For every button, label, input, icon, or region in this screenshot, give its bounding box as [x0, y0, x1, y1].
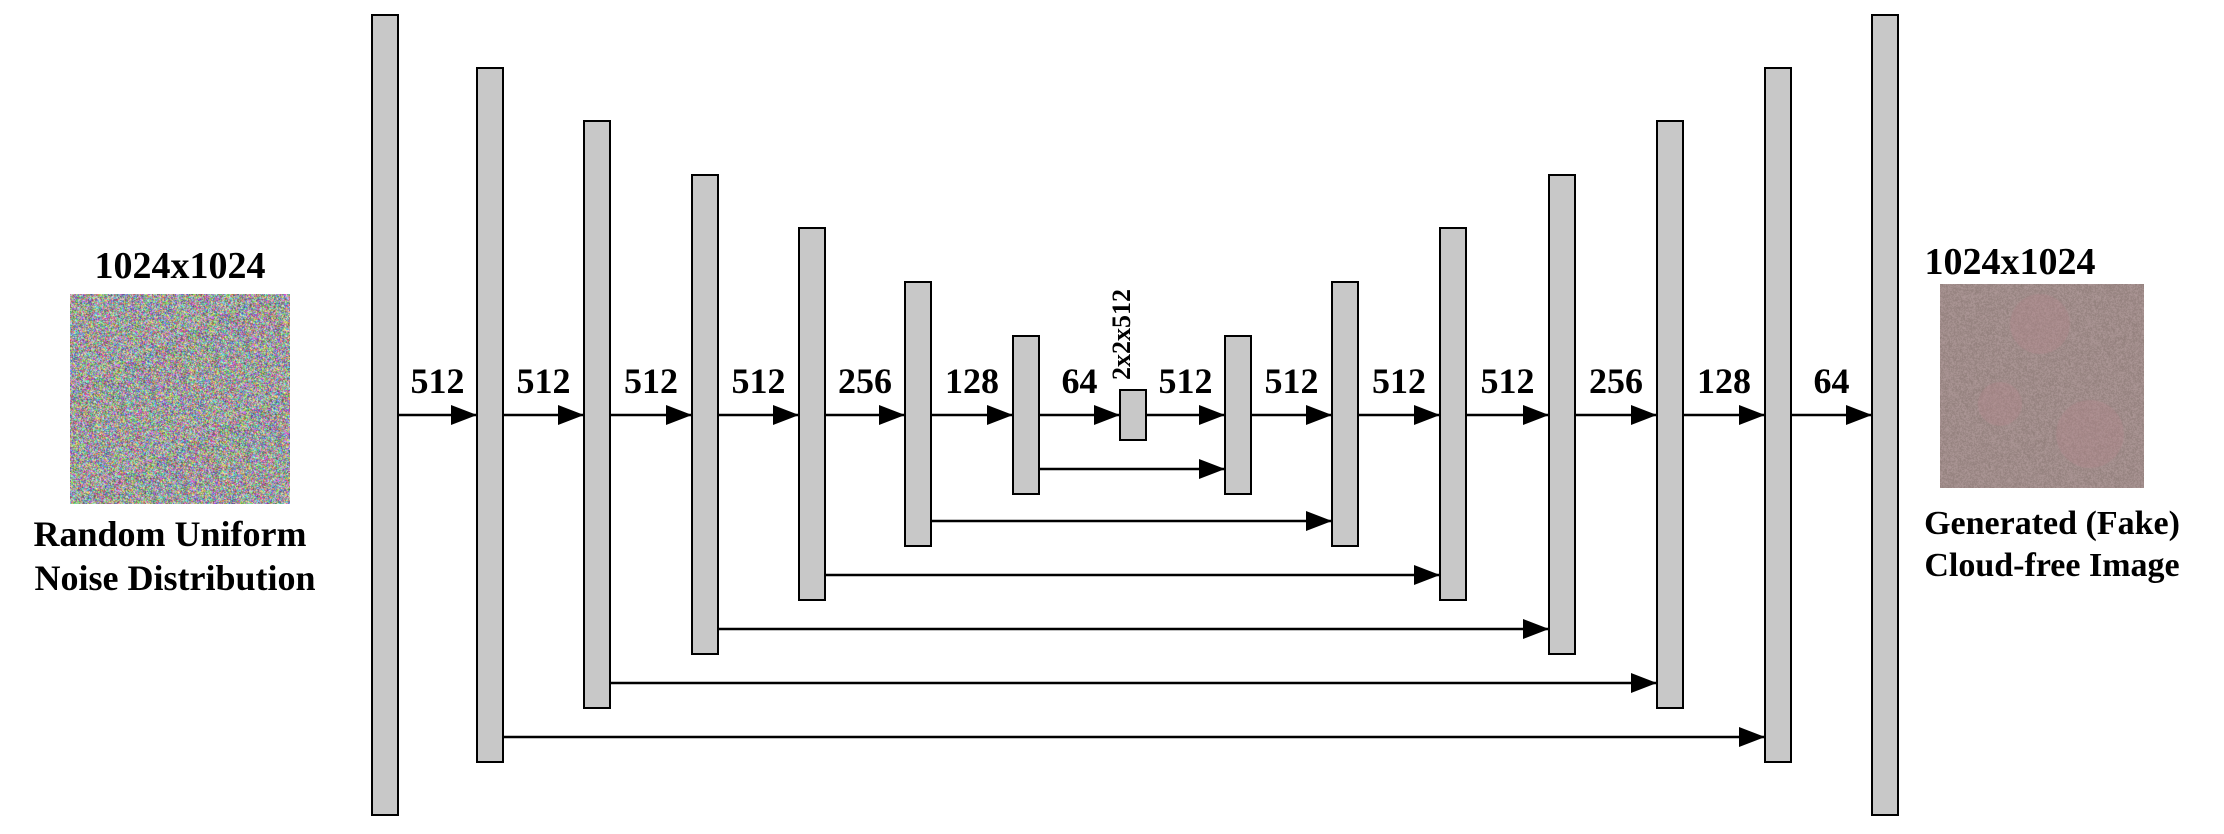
- channel-label: 256: [838, 361, 892, 401]
- channel-label: 512: [1481, 361, 1535, 401]
- channel-label: 512: [517, 361, 571, 401]
- channel-label: 128: [1697, 361, 1751, 401]
- channel-label: 512: [411, 361, 465, 401]
- layer-block-dec4: [1548, 174, 1576, 655]
- output-size-label: 1024x1024: [1924, 241, 2096, 283]
- layer-block-enc2: [476, 67, 504, 763]
- output-caption-line1: Generated (Fake): [1924, 505, 2180, 542]
- channel-label: 512: [624, 361, 678, 401]
- output-caption-line2: Cloud-free Image: [1924, 547, 2180, 584]
- channel-labels: 512 512 512 512 256 128 64 512 512 512 512 256 128 64: [411, 361, 1850, 401]
- layer-block-enc7: [1012, 335, 1040, 495]
- layer-block-enc6: [904, 281, 932, 547]
- layer-block-dec1: [1871, 14, 1899, 816]
- layer-block-enc1: [371, 14, 399, 816]
- layer-block-dec6: [1331, 281, 1359, 547]
- channel-label: 256: [1589, 361, 1643, 401]
- channel-label: 128: [945, 361, 999, 401]
- channel-label: 512: [732, 361, 786, 401]
- layer-block-enc3: [583, 120, 611, 709]
- input-caption-line2: Noise Distribution: [34, 558, 316, 598]
- output-generated-image: [1940, 284, 2144, 488]
- channel-label: 512: [1372, 361, 1426, 401]
- layer-block-enc4: [691, 174, 719, 655]
- layer-block-enc5: [798, 227, 826, 601]
- layer-block-dec3: [1656, 120, 1684, 709]
- input-caption-line1: Random Uniform: [33, 514, 307, 554]
- skip-connections: [503, 459, 1765, 747]
- layer-blocks: [371, 14, 1899, 816]
- input-size-label: 1024x1024: [94, 245, 266, 287]
- layer-block-bottleneck: [1119, 389, 1147, 441]
- bottleneck-size-label: 2x2x512: [1107, 289, 1136, 380]
- layer-block-dec7: [1224, 335, 1252, 495]
- layer-block-dec2: [1764, 67, 1792, 763]
- channel-label: 512: [1159, 361, 1213, 401]
- layer-block-dec5: [1439, 227, 1467, 601]
- channel-label: 64: [1814, 361, 1850, 401]
- channel-label: 64: [1062, 361, 1098, 401]
- channel-label: 512: [1265, 361, 1319, 401]
- input-noise-image: [70, 294, 290, 504]
